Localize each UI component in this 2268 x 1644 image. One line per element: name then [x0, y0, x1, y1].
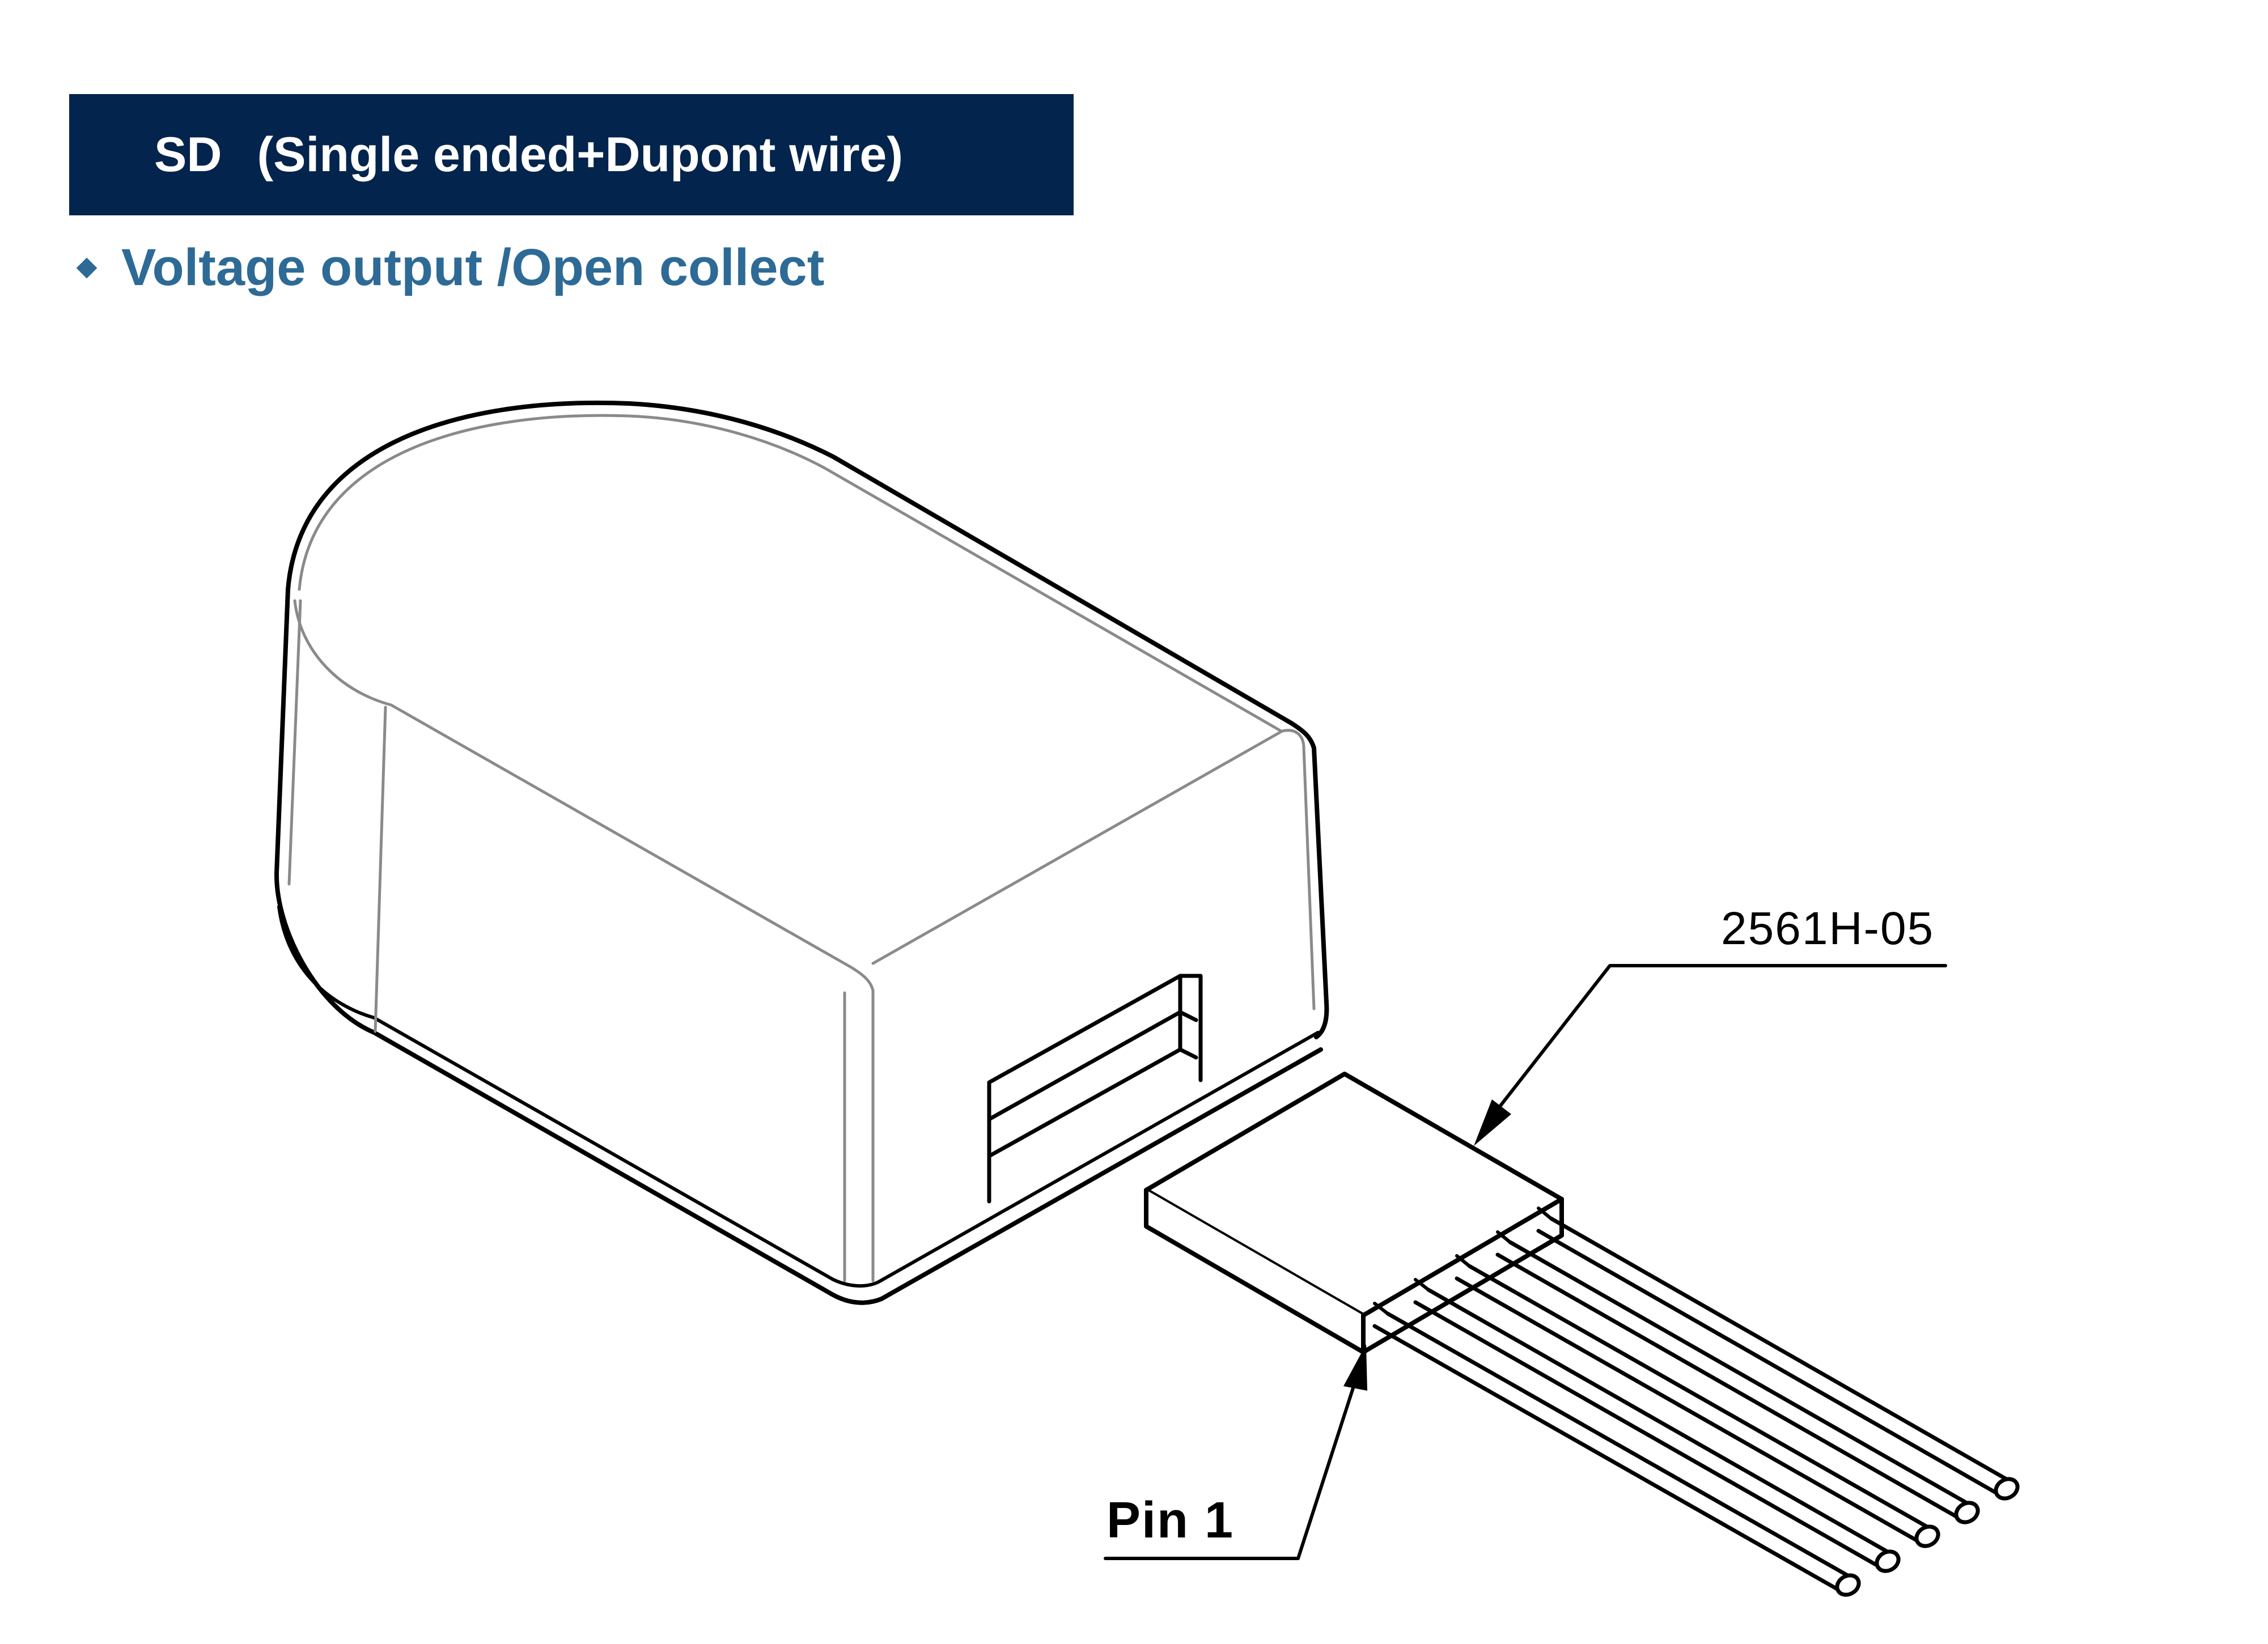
title-bar: SD (Single ended+Dupont wire) — [69, 94, 1074, 215]
model-description: (Single ended+Dupont wire) — [257, 127, 904, 182]
part-number-callout — [1474, 964, 1947, 1146]
model-code: SD — [154, 127, 222, 182]
wire-5 — [1536, 1216, 2020, 1501]
housing-top-outline — [286, 400, 1316, 750]
dupont-wires — [1372, 1207, 2020, 1597]
part-number-label: 2561H-05 — [1721, 903, 1935, 954]
pin1-label: Pin 1 — [1107, 1492, 1235, 1549]
housing-top-front-edge — [293, 599, 875, 992]
housing-right-edge — [1312, 746, 1329, 1039]
sensor-housing — [274, 400, 1329, 1305]
housing-top-bevel — [298, 414, 1283, 733]
wire-2 — [1413, 1288, 1901, 1573]
pin-cavities — [1373, 1207, 1553, 1315]
output-type-subtitle: Voltage output /Open collect — [73, 238, 824, 298]
pin1-callout — [1104, 1344, 1367, 1560]
housing-base-bevel — [277, 905, 1320, 1288]
housing-left-edge-inner — [287, 599, 302, 886]
connector-socket — [987, 974, 1203, 1204]
connector-right-face — [1361, 1197, 1564, 1354]
output-type-text: Voltage output /Open collect — [121, 239, 825, 296]
housing-front-corner — [843, 989, 875, 1282]
housing-left-edge — [274, 587, 1323, 1305]
housing-right-edge-inner — [1302, 746, 1316, 1010]
wire-1 — [1372, 1311, 1861, 1597]
connector-left-face — [1144, 1188, 1366, 1354]
housing-side-line — [374, 706, 387, 1033]
wire-4 — [1495, 1240, 1980, 1524]
housing-top-right-edge — [871, 729, 1305, 965]
wire-3 — [1455, 1264, 1940, 1548]
